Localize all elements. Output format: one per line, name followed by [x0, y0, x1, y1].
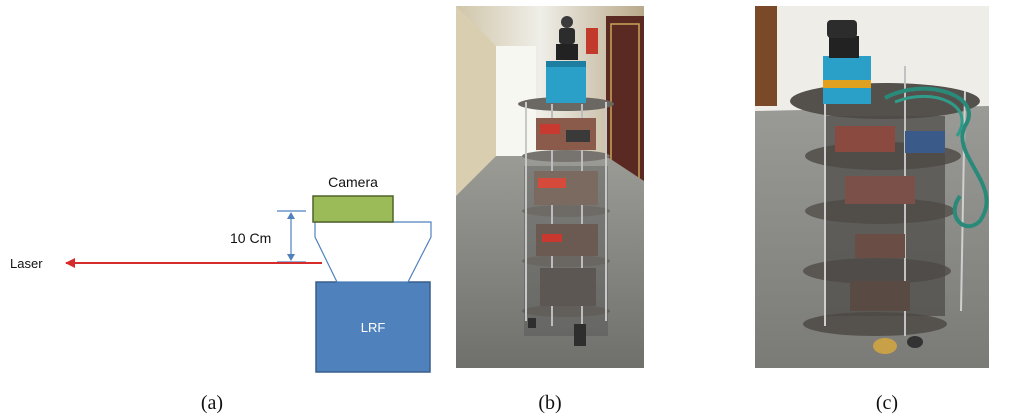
caption-c: (c)	[875, 392, 899, 414]
caption-b: (b)	[538, 392, 562, 414]
distance-label: 10 Cm	[230, 230, 271, 246]
camera-label: Camera	[328, 174, 378, 190]
dimension-arrow-up	[287, 212, 295, 219]
sensor-mount	[314, 221, 432, 283]
caption-a: (a)	[200, 392, 224, 414]
lrf-box	[315, 281, 431, 373]
lrf-label: LRF	[361, 320, 386, 335]
robot-photo-angled	[755, 6, 989, 368]
camera-box	[312, 195, 394, 223]
laser-label: Laser	[10, 256, 43, 271]
dimension-arrow-down	[287, 254, 295, 261]
robot-photo-front	[456, 6, 644, 368]
sensor-layout-diagram: LRF Camera 10 Cm Laser	[10, 174, 432, 373]
